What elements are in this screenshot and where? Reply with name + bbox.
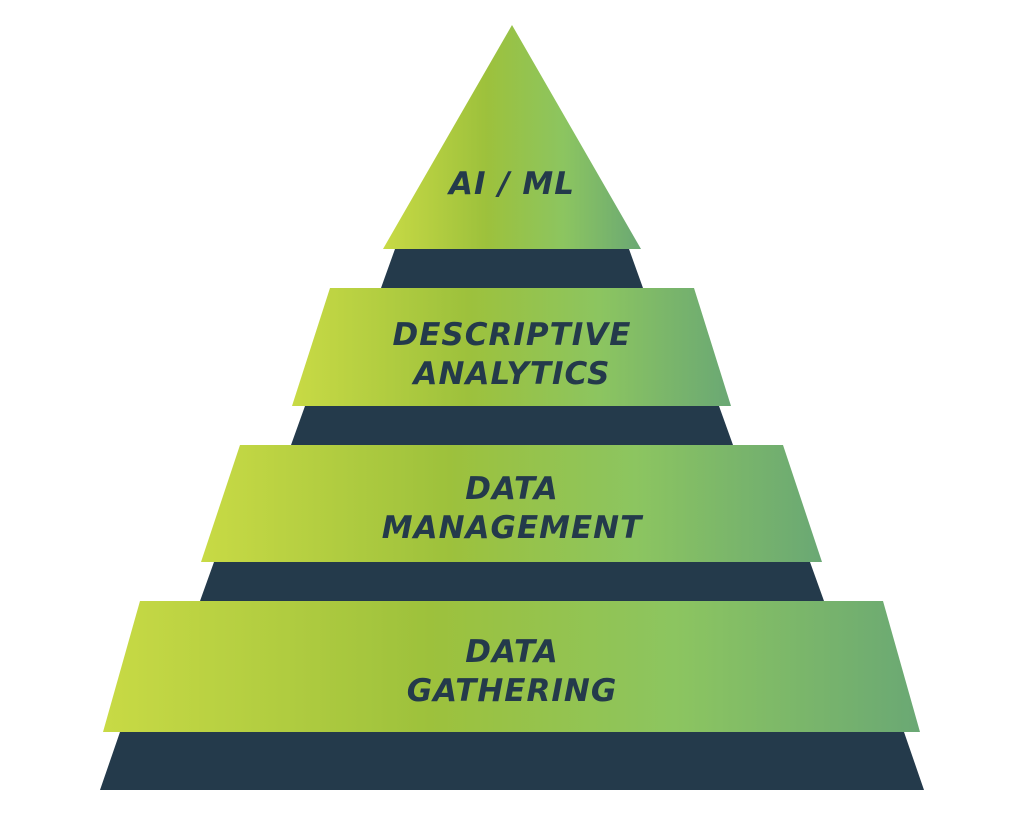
pyramid-layer-data-gathering [103, 601, 920, 732]
layer-label-management: MANAGEMENT [382, 510, 644, 546]
pyramid-band-4 [100, 732, 924, 790]
pyramid-band-2 [291, 406, 733, 445]
layer-label-data-1: DATA [465, 471, 559, 507]
pyramid-band-1 [381, 249, 643, 288]
layer-label-analytics: ANALYTICS [411, 356, 611, 392]
pyramid-layer-ai-ml [383, 25, 641, 249]
layer-label-ai-ml: AI / ML [446, 166, 575, 202]
layer-label-data-2: DATA [465, 634, 559, 670]
pyramid-band-3 [200, 562, 824, 601]
pyramid-layer-descriptive-analytics [292, 288, 731, 406]
layer-label-gathering: GATHERING [407, 673, 618, 709]
layer-label-descriptive: DESCRIPTIVE [393, 317, 632, 353]
pyramid-layer-data-management [201, 445, 822, 562]
